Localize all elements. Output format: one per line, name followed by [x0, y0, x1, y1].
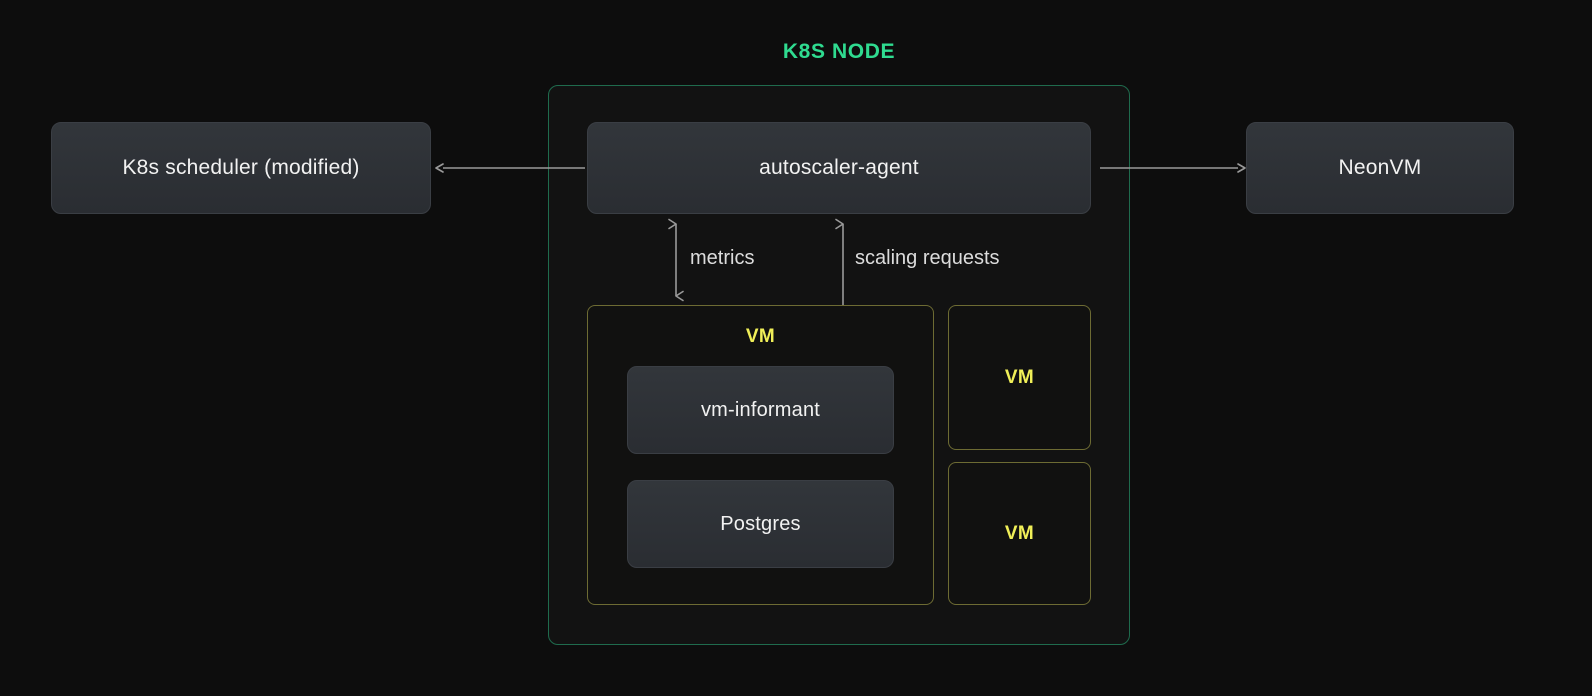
neonvm-box[interactable]: NeonVM: [1246, 122, 1514, 214]
autoscaler-agent-box[interactable]: autoscaler-agent: [587, 122, 1091, 214]
vm-label-third: VM: [1004, 522, 1035, 544]
k8s-node-title: K8S NODE: [782, 40, 896, 63]
vm-box-second[interactable]: VM: [948, 305, 1091, 450]
vm-label-second: VM: [1004, 366, 1035, 388]
vm-box-third[interactable]: VM: [948, 462, 1091, 605]
vm-label-main: VM: [745, 326, 776, 347]
postgres-box[interactable]: Postgres: [627, 480, 894, 568]
metrics-arrow-label: metrics: [690, 247, 755, 269]
vm-informant-box[interactable]: vm-informant: [627, 366, 894, 454]
scaling-requests-arrow-label: scaling requests: [855, 247, 1000, 269]
k8s-scheduler-box[interactable]: K8s scheduler (modified): [51, 122, 431, 214]
